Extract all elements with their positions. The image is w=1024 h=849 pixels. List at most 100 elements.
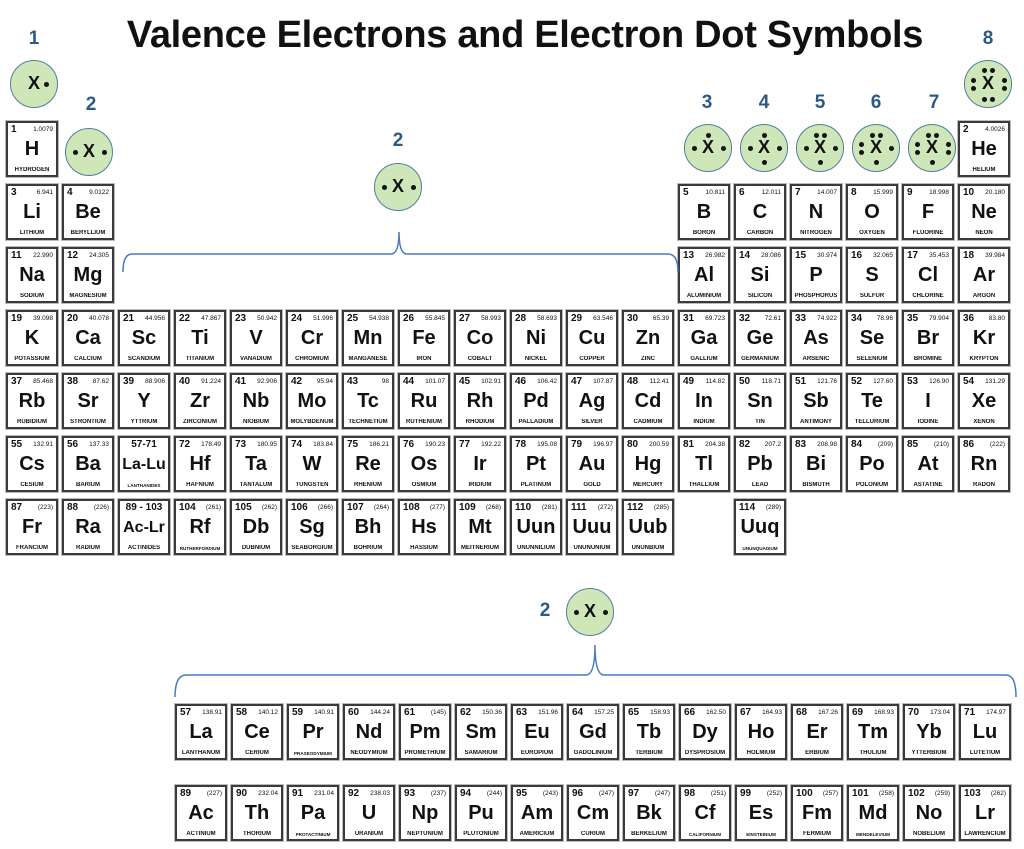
element-cell[interactable]: 74183.84WTUNGSTEN: [285, 435, 339, 493]
element-cell[interactable]: 24.0026HeHELIUM: [957, 120, 1011, 178]
element-cell[interactable]: 2758.993CoCOBALT: [453, 309, 507, 367]
element-cell[interactable]: 60144.24NdNEODYMIUM: [342, 703, 396, 761]
element-cell[interactable]: 1632.065SSULFUR: [845, 246, 899, 304]
element-cell[interactable]: 56137.33BaBARIUM: [61, 435, 115, 493]
element-cell[interactable]: 52127.60TeTELLURIUM: [845, 372, 899, 430]
element-cell[interactable]: 97(247)BkBERKELIUM: [622, 784, 676, 842]
element-cell[interactable]: 88(226)RaRADIUM: [61, 498, 115, 556]
element-cell[interactable]: 4398TcTECHNETIUM: [341, 372, 395, 430]
element-cell[interactable]: 2963.546CuCOPPER: [565, 309, 619, 367]
element-cell[interactable]: 36.941LiLITHIUM: [5, 183, 59, 241]
element-cell[interactable]: 109(268)MtMEITNERIUM: [453, 498, 507, 556]
element-cell[interactable]: 80200.59HgMERCURY: [621, 435, 675, 493]
element-cell[interactable]: 46106.42PdPALLADIUM: [509, 372, 563, 430]
element-cell[interactable]: 2040.078CaCALCIUM: [61, 309, 115, 367]
element-cell[interactable]: 3272.61GeGERMANIUM: [733, 309, 787, 367]
element-cell[interactable]: 114(289)UuqUNUNQUADIUM: [733, 498, 787, 556]
element-cell[interactable]: 112(285)UubUNUNBIUM: [621, 498, 675, 556]
element-cell[interactable]: 3065.39ZnZINC: [621, 309, 675, 367]
element-cell[interactable]: 1839.984ArARGON: [957, 246, 1011, 304]
element-cell[interactable]: 53126.90IIODINE: [901, 372, 955, 430]
element-cell[interactable]: 66162.50DyDYSPROSIUM: [678, 703, 732, 761]
element-cell[interactable]: 94(244)PuPLUTONIUM: [454, 784, 508, 842]
element-cell[interactable]: 98(251)CfCALIFORNIUM: [678, 784, 732, 842]
element-cell[interactable]: 106(266)SgSEABORGIUM: [285, 498, 339, 556]
element-cell[interactable]: 45102.91RhRHODIUM: [453, 372, 507, 430]
element-cell[interactable]: 63151.96EuEUROPIUM: [510, 703, 564, 761]
element-cell[interactable]: 3785.468RbRUBIDIUM: [5, 372, 59, 430]
element-cell[interactable]: 815.999OOXYGEN: [845, 183, 899, 241]
element-cell[interactable]: 73180.95TaTANTALUM: [229, 435, 283, 493]
element-cell[interactable]: 86(222)RnRADON: [957, 435, 1011, 493]
element-cell[interactable]: 3169.723GaGALLIUM: [677, 309, 731, 367]
element-cell[interactable]: 48112.41CdCADMIUM: [621, 372, 675, 430]
element-cell[interactable]: 110(281)UunUNUNNILIUM: [509, 498, 563, 556]
element-cell[interactable]: 87(223)FrFRANCIUM: [5, 498, 59, 556]
element-cell[interactable]: 3683.80KrKRYPTON: [957, 309, 1011, 367]
element-cell[interactable]: 54131.29XeXENON: [957, 372, 1011, 430]
element-cell[interactable]: 67164.93HoHOLMIUM: [734, 703, 788, 761]
element-cell[interactable]: 93(237)NpNEPTUNIUM: [398, 784, 452, 842]
element-cell[interactable]: 1939.098KPOTASSIUM: [5, 309, 59, 367]
element-cell[interactable]: 102(259)NoNOBELIUM: [902, 784, 956, 842]
element-cell[interactable]: 100(257)FmFERMIUM: [790, 784, 844, 842]
element-cell[interactable]: 84(209)PoPOLONIUM: [845, 435, 899, 493]
element-cell[interactable]: 1326.982AlALUMINIUM: [677, 246, 731, 304]
element-cell[interactable]: 50118.71SnTIN: [733, 372, 787, 430]
element-cell[interactable]: 111(272)UuuUNUNUNIUM: [565, 498, 619, 556]
element-cell[interactable]: 4192.906NbNIOBIUM: [229, 372, 283, 430]
element-cell[interactable]: 76190.23OsOSMIUM: [397, 435, 451, 493]
element-cell[interactable]: 101(258)MdMENDELEVIUM: [846, 784, 900, 842]
element-cell[interactable]: 71174.97LuLUTETIUM: [958, 703, 1012, 761]
element-cell[interactable]: 70173.04YbYTTERBIUM: [902, 703, 956, 761]
element-cell[interactable]: 107(264)BhBOHRIUM: [341, 498, 395, 556]
element-cell[interactable]: 99(252)EsEINSTEINIUM: [734, 784, 788, 842]
element-cell[interactable]: 90232.04ThTHORIUM: [230, 784, 284, 842]
element-cell[interactable]: 104(261)RfRUTHERFORDIUM: [173, 498, 227, 556]
element-cell[interactable]: 2247.867TiTITANIUM: [173, 309, 227, 367]
element-cell[interactable]: 96(247)CmCURIUM: [566, 784, 620, 842]
element-cell[interactable]: 69168.93TmTHULIUM: [846, 703, 900, 761]
element-cell[interactable]: 2144.956ScSCANDIUM: [117, 309, 171, 367]
element-cell[interactable]: 68167.26ErERBIUM: [790, 703, 844, 761]
element-cell[interactable]: 47107.87AgSILVER: [565, 372, 619, 430]
element-cell[interactable]: 2858.693NiNICKEL: [509, 309, 563, 367]
element-cell[interactable]: 64157.25GdGADOLINIUM: [566, 703, 620, 761]
element-cell[interactable]: 1020.180NeNEON: [957, 183, 1011, 241]
element-cell[interactable]: 714.007NNITROGEN: [789, 183, 843, 241]
element-cell[interactable]: 61(145)PmPROMETHIUM: [398, 703, 452, 761]
element-cell[interactable]: 1224.305MgMAGNESIUM: [61, 246, 115, 304]
element-cell[interactable]: 82207.2PbLEAD: [733, 435, 787, 493]
element-cell[interactable]: 59140.91PrPRASEODYMIUM: [286, 703, 340, 761]
element-cell[interactable]: 1530.974PPHOSPHORUS: [789, 246, 843, 304]
element-cell[interactable]: 57138.91LaLANTHANUM: [174, 703, 228, 761]
element-cell[interactable]: 51121.76SbANTIMONY: [789, 372, 843, 430]
element-cell[interactable]: 89(227)AcACTINIUM: [174, 784, 228, 842]
element-cell[interactable]: 918.998FFLUORINE: [901, 183, 955, 241]
element-cell[interactable]: 44101.07RuRUTHENIUM: [397, 372, 451, 430]
element-cell[interactable]: 91231.04PaPROTACTINIUM: [286, 784, 340, 842]
element-cell[interactable]: 108(277)HsHASSIUM: [397, 498, 451, 556]
element-cell[interactable]: 11.0079HHYDROGEN: [5, 120, 59, 178]
element-cell[interactable]: 2554.938MnMANGANESE: [341, 309, 395, 367]
element-cell[interactable]: 1428.086SiSILICON: [733, 246, 787, 304]
element-cell[interactable]: 1122.990NaSODIUM: [5, 246, 59, 304]
element-cell[interactable]: 72178.49HfHAFNIUM: [173, 435, 227, 493]
element-cell[interactable]: 95(243)AmAMERICIUM: [510, 784, 564, 842]
element-cell[interactable]: 55132.91CsCESIUM: [5, 435, 59, 493]
element-cell[interactable]: 49.0122BeBERYLLIUM: [61, 183, 115, 241]
element-cell[interactable]: 4091.224ZrZIRCONIUM: [173, 372, 227, 430]
element-cell[interactable]: 75186.21ReRHENIUM: [341, 435, 395, 493]
element-cell[interactable]: 4295.94MoMOLYBDENUM: [285, 372, 339, 430]
element-cell[interactable]: 77192.22IrIRIDIUM: [453, 435, 507, 493]
element-cell[interactable]: 3478.96SeSELENIUM: [845, 309, 899, 367]
element-cell[interactable]: 89 - 103Ac-LrACTINIDES: [117, 498, 171, 556]
element-cell[interactable]: 3887.62SrSTRONTIUM: [61, 372, 115, 430]
element-cell[interactable]: 3579.904BrBROMINE: [901, 309, 955, 367]
element-cell[interactable]: 2655.845FeIRON: [397, 309, 451, 367]
element-cell[interactable]: 3988.906YYTTRIUM: [117, 372, 171, 430]
element-cell[interactable]: 58140.12CeCERIUM: [230, 703, 284, 761]
element-cell[interactable]: 83208.98BiBISMUTH: [789, 435, 843, 493]
element-cell[interactable]: 79196.97AuGOLD: [565, 435, 619, 493]
element-cell[interactable]: 2350.942VVANADIUM: [229, 309, 283, 367]
